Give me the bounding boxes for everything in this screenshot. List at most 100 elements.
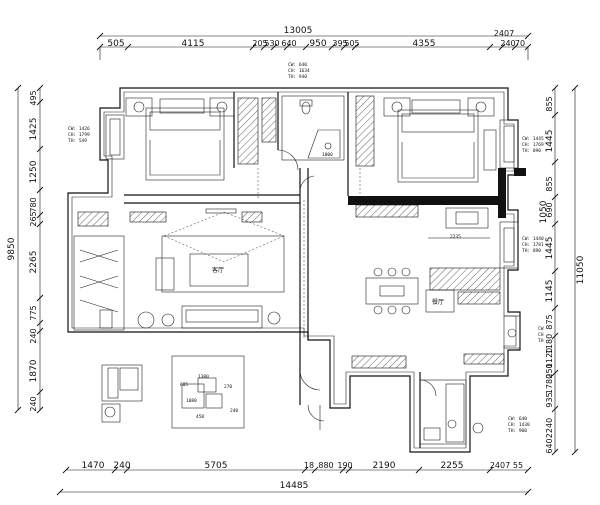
dim-left-seg-5: 265 [29, 211, 38, 226]
dim-top-seg-11: 70 [515, 39, 525, 48]
dim-left-overall: 9850 [7, 237, 17, 260]
label-dining-room: 餐厅 [432, 298, 444, 306]
dim-bottom-seg-5: 880 [318, 461, 333, 470]
dim-right-seg-3: 1050 [539, 200, 549, 223]
window-annotations: CW: 1426 CH: 1799 TH: 549 CW: 1445 CH: 1… [68, 126, 544, 434]
dim-2235: 2235 [450, 234, 461, 240]
note-right-lower-th: TH: 900 [508, 428, 527, 434]
dim-top-seg-3: 205 [252, 39, 267, 48]
dim-right-seg-15: 640 [545, 438, 554, 453]
dim-right-seg-5: 690 [545, 202, 554, 217]
dim-left-seg-2: 1425 [29, 118, 39, 141]
structural-wall-right-lower [514, 168, 526, 176]
dim-top-seg-1: 505 [107, 39, 124, 49]
note-right-middle-cw: CW: 1440 [522, 236, 544, 242]
note-left-cw: CW: 1426 [68, 126, 90, 132]
detail-label-240: 240 [230, 408, 238, 414]
wardrobe-right [355, 95, 375, 167]
note-right-upper-ch: CH: 1769 [522, 142, 544, 148]
detail-label-450: 450 [196, 414, 204, 420]
bed-right [397, 109, 479, 183]
dim-top-overall: 13005 [284, 26, 313, 36]
note-top-cw: CW: 640 [288, 62, 307, 68]
bed-left [145, 107, 225, 181]
dim-top-seg-8: 505 [344, 39, 359, 48]
note-top-th: TH: 940 [288, 74, 307, 80]
dim-bottom-seg-6: 190 [337, 461, 352, 470]
living-room: 客厅 [73, 208, 285, 331]
dim-right-seg-6: 1445 [545, 237, 555, 260]
right-bedroom [355, 95, 497, 183]
note-right-lower-ch: CH: 1430 [508, 422, 530, 428]
dim-right-overall: 11050 [576, 255, 586, 284]
detail-label-605: 605 [180, 382, 188, 388]
dim-right-seg-1: 855 [545, 96, 554, 111]
dim-1000: 1000 [322, 152, 333, 158]
note-right-upper-cw: CW: 1445 [522, 136, 544, 142]
dim-left-seg-3: 1250 [29, 160, 39, 183]
dim-right-seg-12: 1780 [545, 374, 554, 394]
dim-right-seg-4: 855 [545, 176, 554, 191]
bottom-dimension-chain: 1470 240 5705 18 880 190 2190 2255 2407 … [56, 461, 532, 496]
dim-bottom-overall: 14485 [280, 481, 309, 491]
dim-top-seg-2: 4115 [182, 39, 205, 49]
dining-kitchen: 2235 餐厅 [351, 204, 521, 369]
note-top-ch: CH: 1634 [288, 68, 310, 74]
dim-right-seg-7: 1145 [545, 280, 555, 303]
right-window-bays [499, 119, 519, 269]
dim-top-seg-5: 640 [281, 39, 296, 48]
sofa [181, 305, 263, 329]
master-bathroom: 1000 CW: 640 CH: 1634 TH: 940 [281, 62, 345, 161]
appliance-block [101, 364, 143, 423]
right-dimension-chain: 855 1445 1050 855 690 1445 1145 875 1180… [539, 84, 586, 456]
detail-box: 605 1380 270 1080 240 450 [171, 355, 245, 429]
note-left-th: TH: 549 [68, 138, 87, 144]
dim-top-seg-9: 4355 [413, 39, 436, 49]
dim-bottom-seg-3: 5705 [205, 461, 228, 471]
dim-left-seg-7: 775 [29, 305, 38, 320]
dim-left-seg-6: 2265 [29, 251, 39, 274]
dim-top-seg-10: 240 [500, 39, 515, 48]
dim-right-seg-2: 1445 [545, 130, 555, 153]
left-dimension-chain: 9850 495 1425 1250 780 265 2265 775 240 … [7, 84, 44, 414]
top-dimension-chain: 13005 505 4115 205 530 640 950 395 505 4… [96, 26, 532, 60]
note-left-ch: CH: 1799 [68, 132, 90, 138]
doors [257, 149, 437, 430]
dim-right-seg-11: 250 [545, 363, 554, 378]
note-edge-cw: CW [538, 326, 544, 332]
structural-column-right [498, 168, 506, 218]
dim-bottom-seg-9: 2407 [490, 461, 510, 470]
dim-bottom-seg-4: 18 [304, 461, 314, 470]
sideboard [445, 207, 489, 229]
dim-right-seg-14: 2240 [545, 418, 554, 438]
dim-left-seg-10: 240 [29, 396, 38, 411]
dim-bottom-seg-7: 2190 [373, 461, 396, 471]
wardrobe-left [237, 97, 259, 165]
dim-bottom-seg-2: 240 [113, 461, 130, 471]
dining-table [365, 277, 419, 305]
left-window-bay [105, 114, 125, 160]
dim-top-right-extra: 2407 [494, 29, 514, 38]
dim-left-seg-8: 240 [29, 328, 38, 343]
note-edge-th: TH [538, 338, 544, 344]
label-living-room: 客厅 [212, 266, 224, 274]
detail-label-270: 270 [224, 384, 232, 390]
note-right-middle-th: TH: 890 [522, 248, 541, 254]
dim-left-seg-9: 1870 [29, 359, 39, 382]
note-right-middle-ch: CH: 1781 [522, 242, 544, 248]
dim-top-seg-6: 950 [309, 39, 326, 49]
structural-wall-horizontal [348, 196, 498, 205]
interior-walls [124, 92, 421, 448]
note-right-lower-cw: CW: 640 [508, 416, 527, 422]
note-right-upper-th: TH: 890 [522, 148, 541, 154]
left-bedroom [125, 97, 277, 181]
detail-label-1080: 1080 [186, 398, 197, 404]
dim-bottom-seg-10: 55 [513, 461, 523, 470]
detail-label-1380: 1380 [198, 374, 209, 380]
dim-bottom-seg-1: 1470 [82, 461, 105, 471]
coffee-table [189, 253, 249, 287]
dim-right-seg-8: 875 [545, 314, 554, 329]
dim-right-seg-10: 1120 [545, 348, 554, 368]
dim-left-seg-1: 495 [29, 90, 38, 105]
